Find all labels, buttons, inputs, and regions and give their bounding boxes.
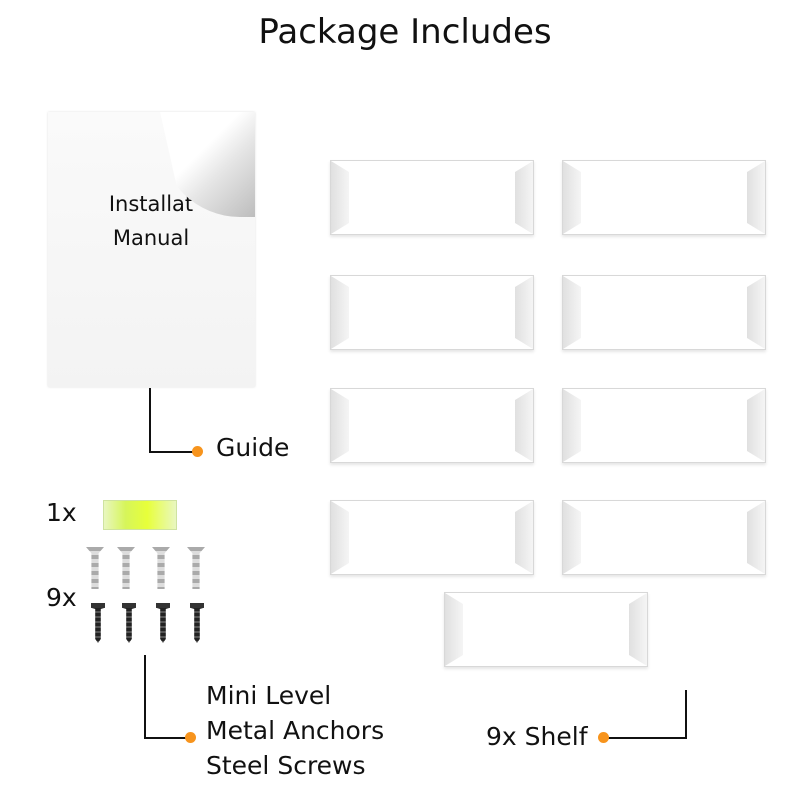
shelf-dot (598, 732, 609, 743)
mini-level-label: Mini Level (206, 681, 332, 710)
steel-screws-label: Steel Screws (206, 751, 366, 780)
guide-leader-line (149, 388, 151, 453)
shelf (444, 592, 648, 667)
shelf (562, 275, 766, 350)
guide-label: Guide (216, 433, 290, 462)
guide-leader-line-h (149, 451, 197, 453)
metal-anchor (152, 547, 170, 589)
steel-screw (122, 603, 136, 643)
steel-screw (91, 603, 105, 643)
hardware-quantity: 9x (46, 583, 77, 612)
shelf (330, 275, 534, 350)
shelf (562, 500, 766, 575)
manual-title-line1: Installat (108, 192, 194, 216)
shelf (562, 388, 766, 463)
metal-anchor (117, 547, 135, 589)
shelf (562, 160, 766, 235)
shelf-label: 9x Shelf (486, 722, 588, 751)
metal-anchor (187, 547, 205, 589)
shelf (330, 160, 534, 235)
shelf (330, 388, 534, 463)
manual-title-line2: Manual (112, 226, 190, 250)
hardware-leader-line (144, 655, 146, 739)
hardware-dot (185, 732, 196, 743)
guide-dot (192, 446, 203, 457)
page-title: Package Includes (258, 12, 552, 52)
shelf-leader-line-h (605, 737, 687, 739)
shelf (330, 500, 534, 575)
steel-screw (190, 603, 204, 643)
level-quantity: 1x (46, 498, 77, 527)
metal-anchor (86, 547, 104, 589)
mini-level (103, 500, 177, 530)
metal-anchors-label: Metal Anchors (206, 716, 385, 745)
shelf-leader-line (685, 690, 687, 739)
steel-screw (156, 603, 170, 643)
hardware-leader-line-h (144, 737, 190, 739)
